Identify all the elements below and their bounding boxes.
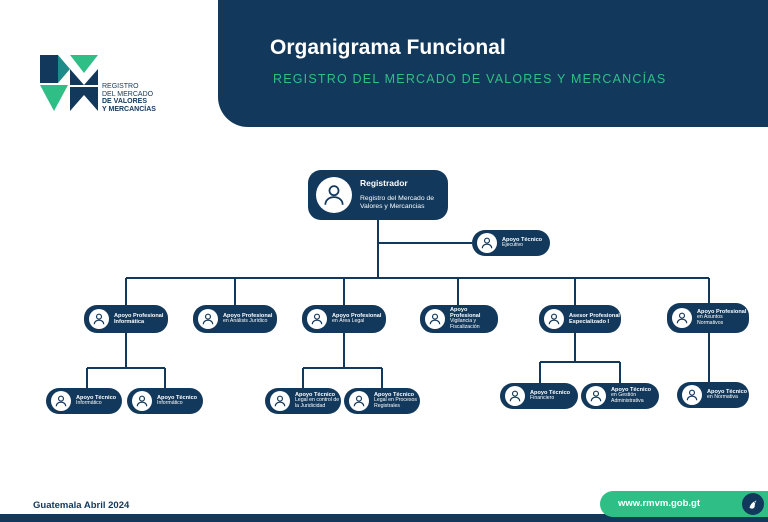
node-unit: Registro del Mercado de Valores y Mercan… <box>360 195 435 210</box>
org-node-apoyo-profesional-analisis-juridico: Apoyo Profesional en Análisis Jurídico <box>193 305 277 333</box>
rmvm-logo: REGISTRO DEL MERCADO DE VALORES Y MERCAN… <box>40 55 160 115</box>
person-icon <box>425 309 445 329</box>
header-panel: Organigrama Funcional REGISTRO DEL MERCA… <box>218 0 768 127</box>
org-node-apoyo-profesional-area-legal: Apoyo Profesional en Área Legal <box>302 305 386 333</box>
org-node-apoyo-tecnico-ejecutivo: Apoyo Técnico Ejecutivo <box>472 230 550 256</box>
person-icon <box>477 233 497 253</box>
node-role: Apoyo Profesional <box>114 312 164 319</box>
node-role: Apoyo Técnico <box>76 394 117 401</box>
node-unit: Especializado I <box>569 319 610 325</box>
logo-text-line: DE VALORES <box>102 98 147 105</box>
node-role: Apoyo Profesional <box>332 312 382 319</box>
website-pill: www.rmvm.gob.gt <box>600 491 768 517</box>
node-unit: Informático <box>76 400 102 407</box>
person-icon <box>89 309 109 329</box>
footer-date: Guatemala Abril 2024 <box>33 500 130 511</box>
node-unit: Legal en Procesos Registrales <box>374 397 417 410</box>
page-subtitle: REGISTRO DEL MERCADO DE VALORES Y MERCAN… <box>273 72 667 86</box>
node-role: Apoyo Profesional <box>450 306 481 320</box>
person-icon <box>544 309 564 329</box>
logo-text-line: DEL MERCADO <box>102 90 154 98</box>
node-unit: en Gestión Administrativa <box>611 392 644 405</box>
node-unit: Ejecutivo <box>502 242 524 249</box>
person-icon <box>307 309 327 329</box>
person-icon <box>682 385 702 405</box>
page-title: Organigrama Funcional <box>270 36 506 59</box>
person-icon <box>349 391 369 411</box>
org-node-apoyo-profesional-asuntos-normativos: Apoyo Profesional en Asuntos Normativos <box>667 303 749 333</box>
org-node-apoyo-tecnico-legal-juridicidad: Apoyo Técnico Legal en control de la Jur… <box>265 388 341 414</box>
node-role: Apoyo Técnico <box>502 236 543 243</box>
person-icon <box>132 391 152 411</box>
node-unit: Financiero <box>530 395 555 402</box>
node-unit: Informática <box>114 319 145 325</box>
org-node-apoyo-profesional-informatica: Apoyo Profesional Informática <box>84 305 168 333</box>
person-icon <box>316 177 352 213</box>
node-role: Apoyo Técnico <box>295 391 336 398</box>
org-node-apoyo-tecnico-legal-procesos: Apoyo Técnico Legal en Procesos Registra… <box>344 388 420 414</box>
org-node-apoyo-tecnico-informatico: Apoyo Técnico Informático <box>46 388 122 414</box>
person-icon <box>51 391 71 411</box>
node-role: Asesor Profesional <box>569 312 620 319</box>
person-icon <box>586 386 606 406</box>
person-icon <box>505 386 525 406</box>
person-icon <box>270 391 290 411</box>
rmvm-logo-mark-icon <box>40 55 98 111</box>
node-unit: en Asuntos Normativos <box>697 314 724 327</box>
org-node-asesor-profesional-especializado: Asesor Profesional Especializado I <box>539 305 621 333</box>
footer-bar <box>0 514 768 522</box>
node-role: Registrador <box>360 178 408 189</box>
node-unit: en Área Legal <box>332 318 365 325</box>
node-unit: Legal en control de la Juridicidad <box>295 397 340 410</box>
org-node-apoyo-tecnico-gestion-administrativa: Apoyo Técnico en Gestión Administrativa <box>581 383 659 409</box>
node-unit: Vigilancia y Fiscalización <box>450 318 480 331</box>
node-unit: Informático <box>157 400 183 407</box>
person-icon <box>198 309 218 329</box>
node-role: Apoyo Técnico <box>611 386 652 393</box>
website-link[interactable]: www.rmvm.gob.gt <box>618 498 700 509</box>
logo-text: REGISTRO DEL MERCADO DE VALORES Y MERCAN… <box>102 83 156 113</box>
quetzal-bird-icon <box>742 493 764 515</box>
org-node-registrador: Registrador Registro del Mercado de Valo… <box>308 170 448 220</box>
node-role: Apoyo Técnico <box>374 391 415 398</box>
person-icon <box>672 308 692 328</box>
node-role: Apoyo Técnico <box>530 389 571 396</box>
logo-text-line: REGISTRO <box>102 83 139 90</box>
org-node-apoyo-tecnico-normativa: Apoyo Técnico en Normativa <box>677 382 749 408</box>
node-unit: en Análisis Jurídico <box>223 318 268 325</box>
node-role: Apoyo Profesional <box>223 312 273 319</box>
node-role: Apoyo Técnico <box>157 394 198 401</box>
node-unit: en Normativa <box>707 394 738 401</box>
org-node-apoyo-profesional-vigilancia: Apoyo Profesional Vigilancia y Fiscaliza… <box>420 305 498 333</box>
node-role: Apoyo Técnico <box>707 388 748 395</box>
node-role: Apoyo Profesional <box>697 308 747 315</box>
org-node-apoyo-tecnico-financiero: Apoyo Técnico Financiero <box>500 383 578 409</box>
logo-text-line: Y MERCANCÍAS <box>102 105 156 113</box>
org-node-apoyo-tecnico-informatico: Apoyo Técnico Informático <box>127 388 203 414</box>
